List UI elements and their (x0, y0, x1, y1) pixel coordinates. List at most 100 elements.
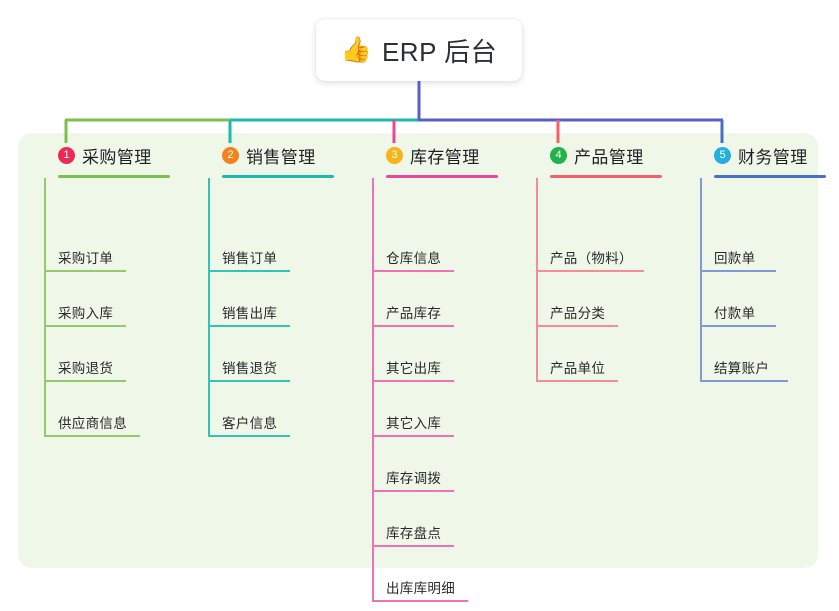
branch-item-label: 采购订单 (58, 251, 114, 266)
branch-item[interactable]: 库存调拨 (364, 446, 514, 492)
branch-item-label: 采购入库 (58, 306, 114, 321)
branch-item-label: 仓库信息 (386, 251, 442, 266)
branch-item-underline (372, 325, 454, 327)
branch-item[interactable]: 采购订单 (36, 226, 186, 272)
branch-item-underline (372, 435, 454, 437)
branch-spine (208, 178, 210, 435)
branch-column-2: 2 销售管理销售订单销售出库销售退货客户信息 (200, 143, 350, 446)
branch-title: 产品管理 (574, 147, 644, 167)
branch-item[interactable]: 其它入库 (364, 391, 514, 437)
root-node-label: ERP 后台 (381, 36, 498, 67)
branch-item-label: 结算账户 (714, 361, 770, 376)
branch-underline (222, 175, 334, 178)
branch-item-underline (700, 380, 788, 382)
branch-item-underline (208, 380, 290, 382)
branch-item-list: 采购订单采购入库采购退货供应商信息 (36, 178, 186, 446)
branch-item-label: 销售订单 (222, 251, 278, 266)
branch-item[interactable]: 出库库明细 (364, 556, 514, 602)
branch-item-list: 产品（物料） 产品分类产品单位 (528, 178, 678, 391)
branch-item-label: 采购退货 (58, 361, 114, 376)
branch-spine (44, 178, 46, 435)
branch-item-underline (44, 325, 126, 327)
branch-item-label: 产品（物料） (550, 251, 633, 266)
branch-title: 采购管理 (82, 147, 152, 167)
branch-item-underline (536, 325, 618, 327)
branch-item-label: 销售出库 (222, 306, 278, 321)
branch-header-3[interactable]: 3 库存管理 (364, 143, 514, 167)
branch-item[interactable]: 产品（物料） (528, 226, 678, 272)
branch-item[interactable]: 产品单位 (528, 336, 678, 382)
branch-title: 财务管理 (738, 147, 808, 167)
thumbs-up-icon: 👍 (340, 35, 372, 64)
branch-item-underline (372, 380, 454, 382)
branch-column-1: 1 采购管理采购订单采购入库采购退货供应商信息 (36, 143, 186, 446)
branch-item-underline (372, 545, 454, 547)
branch-item-underline (536, 380, 618, 382)
branch-item-label: 库存调拨 (386, 471, 442, 486)
branch-item-underline (372, 600, 468, 602)
branch-item-underline (208, 325, 290, 327)
branch-item-underline (372, 270, 454, 272)
branch-underline (58, 175, 170, 178)
branch-item[interactable]: 采购入库 (36, 281, 186, 327)
branch-column-5: 5 财务管理回款单付款单结算账户 (692, 143, 832, 391)
branch-item[interactable]: 采购退货 (36, 336, 186, 382)
branch-item[interactable]: 仓库信息 (364, 226, 514, 272)
branch-title: 销售管理 (246, 147, 316, 167)
branch-item-underline (44, 270, 126, 272)
diagram-canvas: 👍 ERP 后台 1 采购管理采购订单采购入库采购退货供应商信息 2 销售管理销售订单… (18, 19, 832, 602)
branch-item-label: 其它出库 (386, 361, 442, 376)
branch-underline (550, 175, 662, 178)
branch-item[interactable]: 销售订单 (200, 226, 350, 272)
branch-item-underline (44, 435, 140, 437)
branch-item-underline (700, 270, 776, 272)
branch-item-list: 仓库信息产品库存其它出库其它入库库存调拨库存盘点出库库明细 (364, 178, 514, 611)
branch-item-label: 出库库明细 (386, 581, 455, 596)
branch-title: 库存管理 (410, 147, 480, 167)
branch-item-label: 付款单 (714, 306, 756, 321)
branch-item[interactable]: 客户信息 (200, 391, 350, 437)
branch-badge-icon: 2 (222, 146, 239, 164)
branch-column-3: 3 库存管理仓库信息产品库存其它出库其它入库库存调拨库存盘点出库库明细 (364, 143, 514, 611)
branch-item[interactable]: 其它出库 (364, 336, 514, 382)
branch-item-underline (44, 380, 126, 382)
branch-item-label: 产品分类 (550, 306, 606, 321)
branch-header-2[interactable]: 2 销售管理 (200, 143, 350, 167)
branch-header-5[interactable]: 5 财务管理 (692, 143, 832, 167)
branch-badge-icon: 5 (714, 146, 731, 164)
branch-item[interactable]: 销售出库 (200, 281, 350, 327)
branch-item-underline (208, 435, 290, 437)
branch-item-label: 销售退货 (222, 361, 278, 376)
branch-spine (372, 178, 374, 600)
branch-item[interactable]: 回款单 (692, 226, 832, 272)
branch-item-list: 销售订单销售出库销售退货客户信息 (200, 178, 350, 446)
branch-item[interactable]: 付款单 (692, 281, 832, 327)
branch-item-label: 产品库存 (386, 306, 442, 321)
branch-item-underline (700, 325, 776, 327)
branch-badge-icon: 1 (58, 146, 75, 164)
branch-item[interactable]: 供应商信息 (36, 391, 186, 437)
branch-item-underline (536, 270, 644, 272)
diagram-panel (18, 133, 818, 568)
branch-spine (536, 178, 538, 380)
branch-spine (700, 178, 702, 380)
branch-item-label: 客户信息 (222, 416, 278, 431)
branch-item[interactable]: 销售退货 (200, 336, 350, 382)
branch-badge-icon: 3 (386, 146, 403, 164)
branch-underline (386, 175, 498, 178)
branch-item-underline (372, 490, 454, 492)
branch-item-label: 回款单 (714, 251, 756, 266)
branch-item[interactable]: 结算账户 (692, 336, 832, 382)
branch-item-label: 产品单位 (550, 361, 606, 376)
branch-item[interactable]: 库存盘点 (364, 501, 514, 547)
branch-underline (714, 175, 826, 178)
branch-item-list: 回款单付款单结算账户 (692, 178, 832, 391)
root-node[interactable]: 👍 ERP 后台 (316, 19, 522, 81)
branch-header-1[interactable]: 1 采购管理 (36, 143, 186, 167)
branch-item[interactable]: 产品库存 (364, 281, 514, 327)
branch-item-label: 其它入库 (386, 416, 442, 431)
branch-item-label: 库存盘点 (386, 526, 442, 541)
branch-item[interactable]: 产品分类 (528, 281, 678, 327)
